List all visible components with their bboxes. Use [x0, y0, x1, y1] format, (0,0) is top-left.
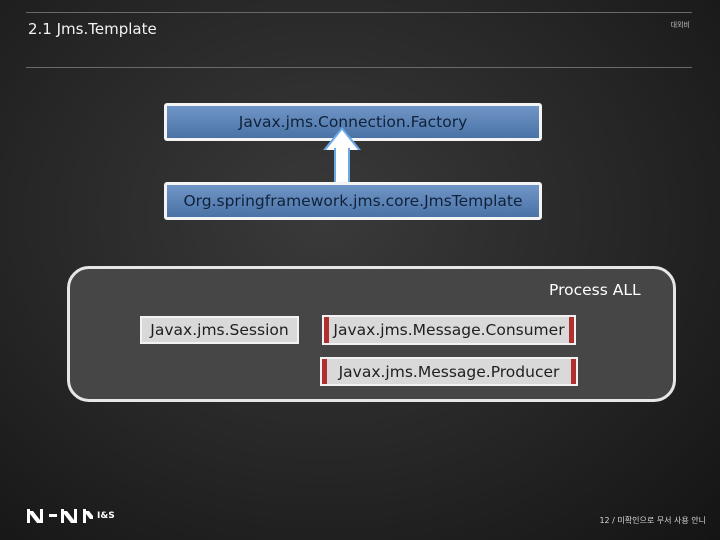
session-box: Javax.jms.Session — [140, 316, 299, 344]
jms-template-box: Org.springframework.jms.core.JmsTemplate — [164, 182, 542, 220]
company-logo: I&S — [27, 507, 115, 525]
message-producer-label: Javax.jms.Message.Producer — [338, 362, 560, 381]
confidential-tag: 대외비 — [670, 21, 690, 29]
jms-template-label: Org.springframework.jms.core.JmsTemplate — [183, 192, 523, 210]
message-producer-box: Javax.jms.Message.Producer — [320, 357, 578, 386]
logo-subtitle: I&S — [97, 511, 115, 521]
up-arrow-icon — [326, 130, 358, 150]
slide-title: 2.1 Jms.Template — [28, 20, 157, 38]
header-bottom-rule — [26, 67, 692, 68]
session-label: Javax.jms.Session — [150, 321, 289, 339]
nhn-logo-icon — [27, 509, 93, 523]
message-consumer-label: Javax.jms.Message.Consumer — [333, 321, 565, 339]
header-top-rule — [26, 12, 692, 13]
up-arrow-shaft — [334, 148, 350, 185]
footer-page-note: 12 / 미확인으로 무서 사용 안니 — [599, 516, 706, 525]
process-all-label: Process ALL — [549, 281, 641, 299]
connection-factory-label: Javax.jms.Connection.Factory — [238, 113, 468, 131]
message-consumer-box: Javax.jms.Message.Consumer — [322, 315, 576, 345]
